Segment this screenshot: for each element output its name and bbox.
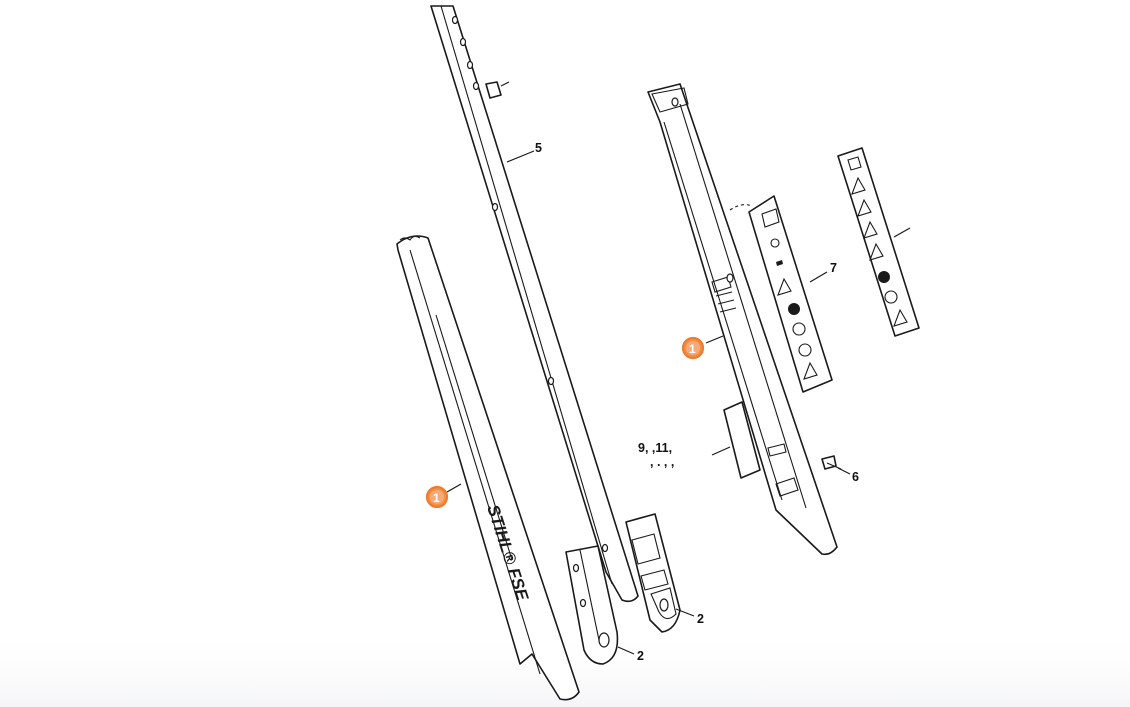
label-part-5: 5	[535, 141, 542, 155]
svg-text:, . , ,: , . , ,	[650, 455, 674, 469]
label-symbols	[761, 208, 818, 380]
callout-part-1-right[interactable]: 1	[681, 336, 705, 360]
housing-ribs	[711, 276, 799, 497]
label-part-7: 7	[830, 261, 837, 275]
clamp-part-2-right	[625, 513, 681, 633]
svg-text:1: 1	[689, 342, 696, 356]
alt-label-symbols	[847, 156, 908, 327]
svg-text:1: 1	[433, 491, 440, 505]
clamp-part-2-left	[565, 545, 619, 665]
warning-label-alt	[837, 147, 920, 337]
screw-part-6	[821, 455, 842, 470]
callout-part-1-left[interactable]: 1	[425, 485, 449, 509]
warning-label-part-7	[729, 195, 833, 393]
shaft-holes	[451, 15, 609, 553]
small-clip	[485, 81, 510, 99]
housing-shell-right	[647, 83, 838, 556]
rating-plate-part-9-11	[723, 401, 761, 479]
label-part-2-left: 2	[637, 649, 644, 663]
label-parts-9-11: 9, ,11,	[638, 441, 672, 455]
shaft-tube-part-5	[430, 5, 639, 603]
label-part-6: 6	[852, 470, 859, 484]
label-part-2-right: 2	[697, 612, 704, 626]
